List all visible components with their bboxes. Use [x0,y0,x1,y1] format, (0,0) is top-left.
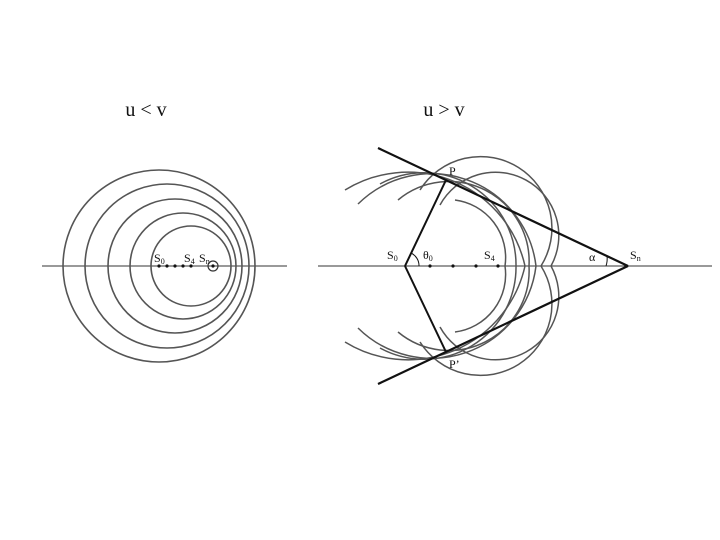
supersonic-title: u > v [423,99,464,121]
left-label-sn: Sn [199,251,210,266]
supersonic-diagram: u > v S0 θ0 S4 α [318,99,712,385]
alpha-angle-arc [605,255,608,267]
shock-front-upper [377,147,629,267]
wavefront-arc [379,172,517,360]
source-position-dot [189,264,193,268]
source-position-dot [451,264,455,268]
point-p-prime-label: P’ [449,357,460,371]
source-position-dot [474,264,478,268]
wavefront-arc [454,199,507,333]
point-p-label: P [449,164,456,178]
subsonic-diagram: u < v S0 S4 Sn [42,99,287,363]
radius-line-to-p-prime [404,265,447,353]
wavefront-arc [439,171,560,361]
theta-angle-arc [410,252,420,267]
source-position-dot [165,264,169,268]
source-position-dot [428,264,432,268]
source-position-dot [173,264,177,268]
right-label-s4: S4 [484,248,495,263]
wavefront-arc [344,171,526,361]
alpha-label: α [589,250,596,264]
wavefront-circle [150,225,232,307]
left-label-s4: S4 [184,251,195,266]
wavefront-circle [129,212,237,320]
source-position-dot [181,264,185,268]
wavefront-circle [107,198,243,334]
wavefront-arc [419,155,553,377]
source-position-dot [496,264,500,268]
theta-label: θ0 [423,248,433,263]
wavefront-circle [62,169,256,363]
wavefront-circle [84,183,250,349]
wavefront-arc [357,172,537,360]
subsonic-title: u < v [125,99,166,121]
current-source-ring [207,260,219,272]
current-source-dot [211,264,215,268]
source-position-dot [157,264,161,268]
wavefront-arc [397,180,530,352]
shock-front-lower [377,265,629,385]
radius-line-to-p [404,179,447,267]
left-label-s0: S0 [154,251,165,266]
right-label-s0: S0 [387,248,398,263]
right-label-sn: Sn [630,248,641,263]
